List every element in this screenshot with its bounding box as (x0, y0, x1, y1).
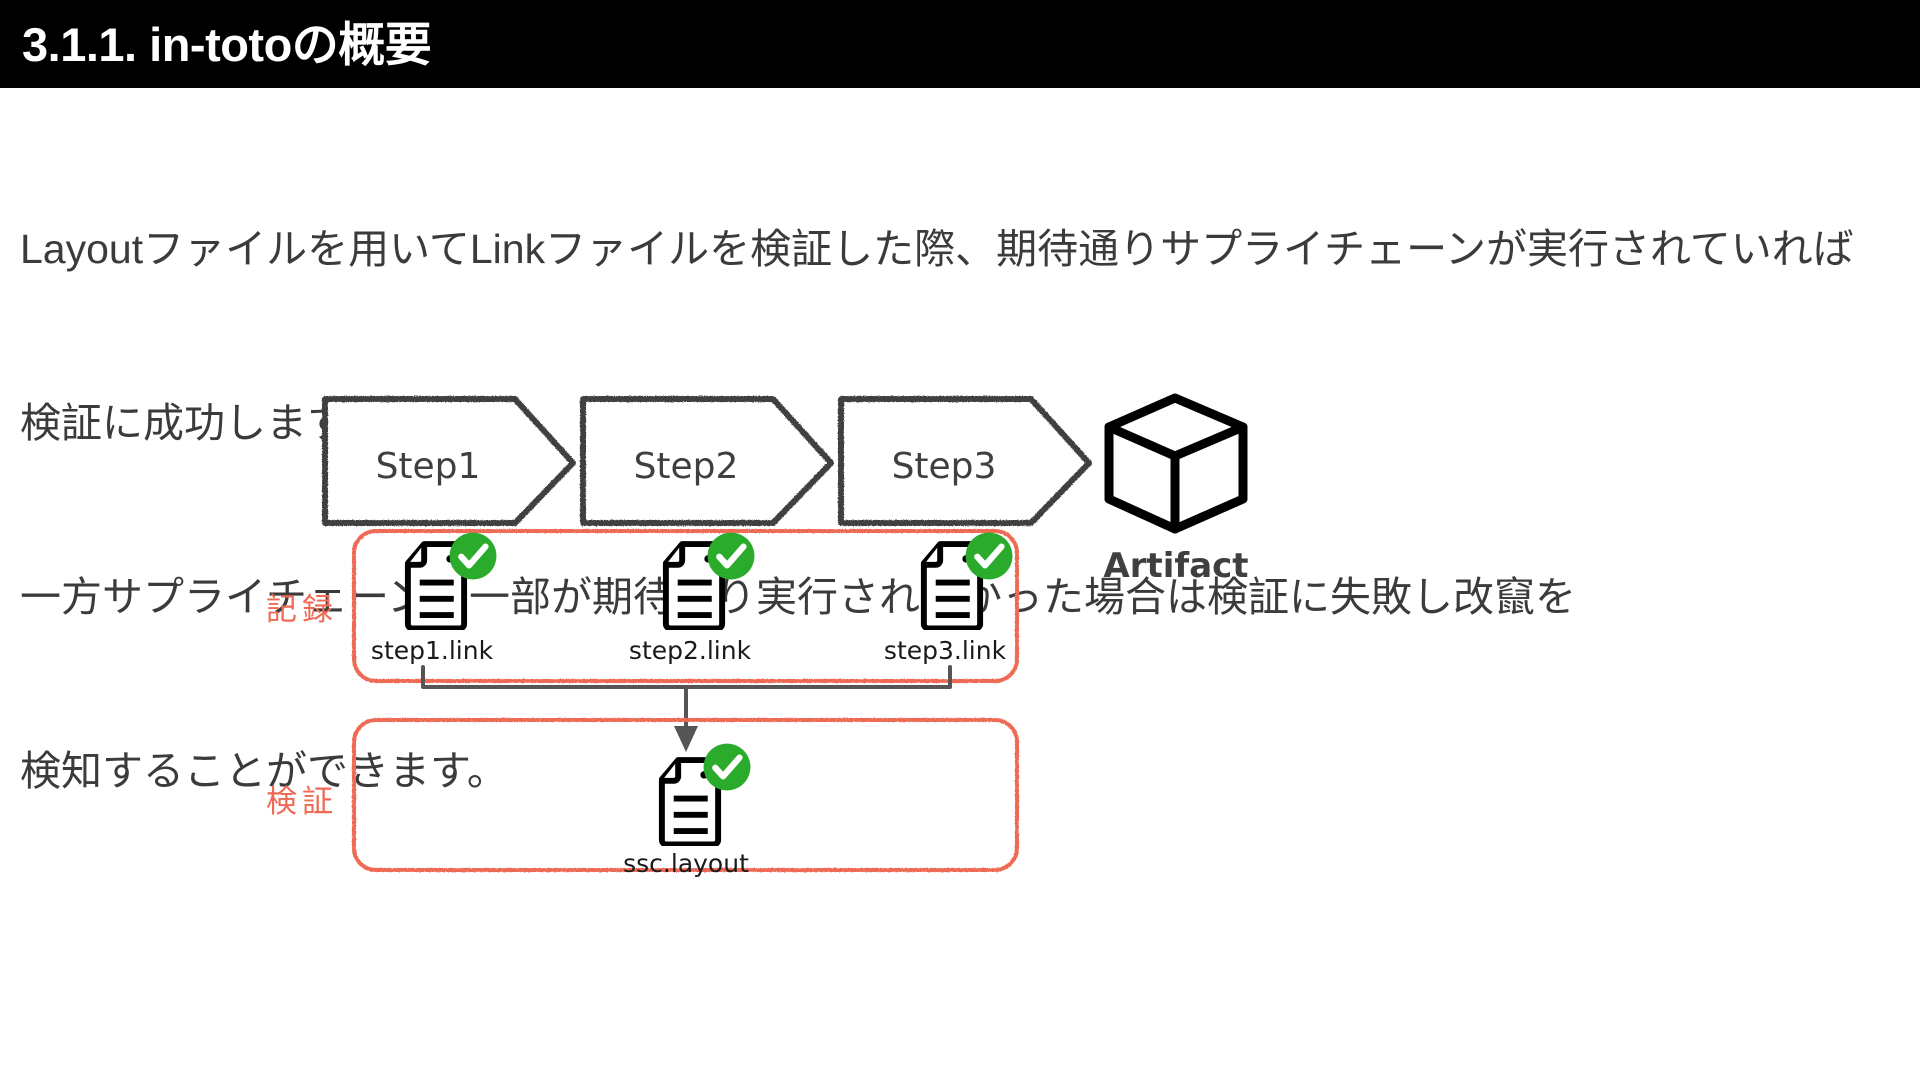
body-line-4: 検知することができます。 (20, 748, 508, 794)
body-line-3: 一方サプライチェーンの一部が期待通り実行されなかった場合は検証に失敗し改竄を (20, 574, 1576, 620)
slide-body-text: Layoutファイルを用いてLinkファイルを検証した際、期待通りサプライチェー… (20, 104, 1890, 858)
page-title: 3.1.1. in-totoの概要 (22, 17, 432, 71)
body-line-1: Layoutファイルを用いてLinkファイルを検証した際、期待通りサプライチェー… (20, 226, 1854, 272)
slide-title-bar: 3.1.1. in-totoの概要 (0, 0, 1920, 88)
body-line-2: 検証に成功します。 (20, 400, 385, 446)
